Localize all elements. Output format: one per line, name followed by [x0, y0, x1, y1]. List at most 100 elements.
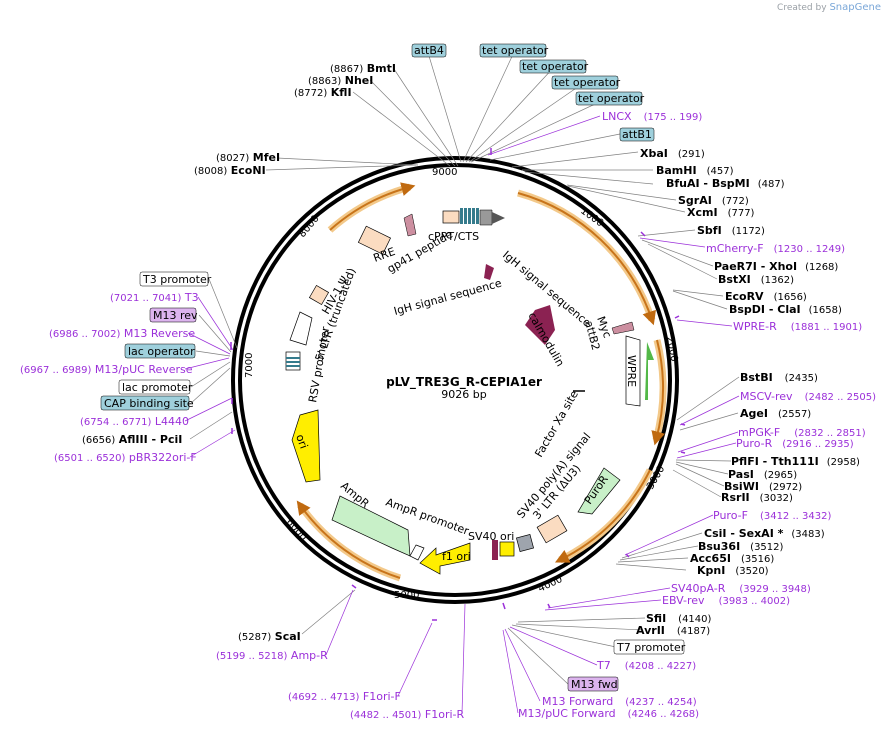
site-tet-operator-4: tet operator	[578, 92, 645, 105]
site-t7-pos: (4208 .. 4227)	[625, 661, 697, 672]
site-xcmi-pos: (777)	[728, 208, 755, 219]
site-paer7i-pos: (1268)	[805, 262, 838, 273]
site-rsrii: RsrII	[721, 491, 750, 504]
site-mpgk-f: mPGK-F	[738, 426, 780, 439]
site-wpre-r: WPRE-R	[733, 320, 777, 333]
site-bstxi: BstXI	[718, 273, 751, 286]
svg-text:MSCV-rev(2482 .. 2505): MSCV-rev(2482 .. 2505)	[740, 390, 876, 403]
sv40pa-block	[515, 533, 535, 553]
sv40ori-block	[499, 541, 515, 557]
plasmid-name: pLV_TRE3G_R-CEPIA1er	[386, 375, 542, 390]
site-agei: AgeI	[740, 407, 768, 420]
site-attb4: attB4	[414, 44, 444, 57]
svg-text:Acc65I(3516): Acc65I(3516)	[690, 552, 774, 565]
svg-text:SV40pA-R(3929 .. 3948): SV40pA-R(3929 .. 3948)	[671, 582, 811, 595]
svg-text:EcoRV(1656): EcoRV(1656)	[725, 290, 807, 303]
svg-text:Puro-F(3412 .. 3432): Puro-F(3412 .. 3432)	[713, 509, 831, 522]
site-bsiwi-pos: (2972)	[769, 482, 802, 493]
site-f1ori-f-pos: (4692 .. 4713)	[288, 692, 360, 703]
tick-8000: 8000	[297, 213, 322, 240]
site-scai: ScaI	[275, 630, 301, 643]
svg-text:M13/pUC Forward(4246 .. 4268): M13/pUC Forward(4246 .. 4268)	[518, 707, 699, 720]
site-t3-promoter: T3 promoter	[142, 273, 212, 286]
svg-text:(5199 .. 5218) Amp-R: (5199 .. 5218) Amp-R	[216, 649, 328, 662]
plasmid-length: 9026 bp	[441, 388, 486, 401]
tick-2000: 2000	[664, 336, 679, 363]
label-igh-signal-2: IgH signal sequence	[392, 277, 503, 318]
site-sgrai-pos: (772)	[722, 196, 749, 207]
site-bstxi-pos: (1362)	[761, 275, 794, 286]
site-amp-r-pos: (5199 .. 5218)	[216, 651, 288, 662]
puror-arrow	[577, 467, 621, 515]
igh-signal-2	[484, 264, 494, 280]
site-econi: EcoNI	[231, 164, 266, 177]
svg-text:BfuAI - BspMI(487): BfuAI - BspMI(487)	[666, 177, 785, 190]
site-rsrii-pos: (3032)	[760, 493, 793, 504]
svg-text:AgeI(2557): AgeI(2557)	[740, 407, 811, 420]
backbone-inner	[238, 163, 672, 597]
label-f1ori: f1 ori	[442, 550, 471, 563]
svg-text:BamHI(457): BamHI (457)	[656, 164, 734, 177]
site-mfei: MfeI	[253, 151, 280, 164]
site-mscv-rev-pos: (2482 .. 2505)	[805, 392, 877, 403]
svg-text:mCherry-F(1230 .. 1249): mCherry-F(1230 .. 1249)	[706, 242, 845, 255]
site-f1ori-r: F1ori-R	[425, 708, 465, 721]
site-pbr322ori-f-pos: (6501 .. 6520)	[54, 453, 126, 464]
svg-text:(6967 .. 6989) M13/pUC Revers: (6967 .. 6989) M13/pUC Reverse	[20, 363, 193, 376]
site-bstbi-pos: (2435)	[785, 373, 818, 384]
svg-text:(8867) BmtI: (8867) BmtI	[330, 62, 396, 75]
svg-text:PflFI - Tth111I(2958): PflFI - Tth111I(2958)	[731, 455, 860, 468]
svg-text:(5287) ScaI: (5287) ScaI	[238, 630, 301, 643]
site-puro-f-pos: (3412 .. 3432)	[760, 511, 832, 522]
cppt-block	[442, 210, 460, 224]
svg-text:(4692 .. 4713) F1ori-F: (4692 .. 4713) F1ori-F	[288, 690, 401, 703]
site-t7-promoter: T7 promoter	[616, 641, 686, 654]
site-mfei-pos: (8027)	[216, 153, 249, 164]
primer-marks	[230, 148, 686, 621]
site-csii-pos: (3483)	[791, 529, 824, 540]
site-avrii-pos: (4187)	[677, 626, 710, 637]
site-l4440-pos: (6754 .. 6771)	[80, 417, 152, 428]
svg-text:(8863) NheI: (8863) NheI	[308, 74, 373, 87]
site-amp-r: Amp-R	[291, 649, 328, 662]
site-ecorv: EcoRV	[725, 290, 764, 303]
site-f1ori-f: F1ori-F	[363, 690, 401, 703]
site-labels: (8867) BmtI (8863) NheI (8772) KflI (802…	[20, 43, 876, 721]
site-bsu36i: Bsu36I	[698, 540, 740, 553]
rre-block	[357, 225, 391, 255]
svg-text:M13 Forward(4237 .. 4254): M13 Forward(4237 .. 4254)	[542, 695, 697, 708]
site-sfii-pos: (4140)	[678, 614, 711, 625]
site-kpni: KpnI	[697, 564, 725, 577]
site-bspdi: BspDI - ClaI	[729, 303, 801, 316]
site-avrii: AvrII	[636, 624, 665, 637]
site-pflfi-pos: (2958)	[827, 457, 860, 468]
gp41-arrow	[403, 213, 417, 237]
f1ori-arrow	[419, 542, 471, 575]
site-paer7i: PaeR7I - XhoI	[714, 260, 797, 273]
svg-text:PasI(2965): PasI(2965)	[728, 468, 797, 481]
svg-text:(6754 .. 6771) L4440: (6754 .. 6771) L4440	[80, 415, 189, 428]
tick-9000: 9000	[432, 167, 457, 178]
site-lncx: LNCX	[602, 110, 632, 123]
site-bfuai-pos: (487)	[758, 179, 785, 190]
svg-text:PaeR7I - XhoI(1268): PaeR7I - XhoI (1268)	[714, 260, 838, 273]
site-bamhi-pos: (457)	[707, 166, 734, 177]
svg-text:KpnI(3520): KpnI (3520)	[697, 564, 769, 577]
svg-text:SbfI(1172): SbfI(1172)	[697, 224, 765, 237]
site-mcherry-f: mCherry-F	[706, 242, 764, 255]
svg-text:BstXI(1362): BstXI (1362)	[718, 273, 794, 286]
site-attb1: attB1	[622, 128, 652, 141]
svg-text:(8772) KflI: (8772) KflI	[294, 86, 352, 99]
site-kpni-pos: (3520)	[735, 566, 768, 577]
ori-arrow	[291, 409, 321, 483]
tick-5000: 5000	[394, 590, 419, 601]
site-kfli: KflI	[331, 86, 352, 99]
site-econi-pos: (8008)	[194, 166, 227, 177]
svg-text:WPRE-R(1881 .. 1901): WPRE-R(1881 .. 1901)	[733, 320, 862, 333]
site-bamhi: BamHI	[656, 164, 697, 177]
site-m13-forward: M13 Forward	[542, 695, 613, 708]
site-nhei: NheI	[345, 74, 374, 87]
label-wpre: WPRE	[625, 355, 638, 387]
leader-lines	[184, 49, 740, 715]
svg-text:(6656) AflIII - PciI: (6656) AflIII - PciI	[82, 433, 182, 446]
